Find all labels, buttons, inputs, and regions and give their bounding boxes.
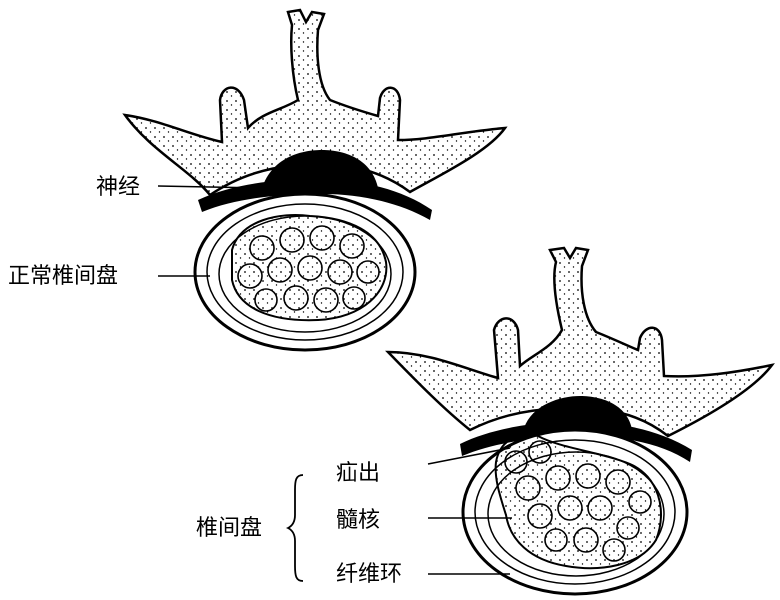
label-herniation: 疝出 bbox=[336, 461, 381, 486]
annulus-ring-2 bbox=[206, 203, 404, 341]
leader-herniation bbox=[427, 447, 511, 465]
label-annulus: 纤维环 bbox=[336, 562, 403, 587]
leader-lines bbox=[157, 185, 512, 575]
leader-nerve bbox=[157, 185, 263, 189]
nucleus-pulposus bbox=[231, 214, 388, 322]
nucleus-cells bbox=[237, 225, 380, 313]
label-disc: 椎间盘 bbox=[196, 516, 263, 541]
herniated-vertebra bbox=[385, 246, 775, 596]
nucleus-cells bbox=[504, 440, 652, 562]
vertebral-arch bbox=[122, 8, 508, 197]
annulus-ring-2 bbox=[474, 439, 676, 585]
label-brace bbox=[285, 474, 304, 582]
vertebral-arch bbox=[385, 246, 775, 438]
label-nucleus: 髓核 bbox=[336, 508, 381, 533]
normal-vertebra bbox=[122, 8, 508, 352]
nerve-root-band bbox=[198, 179, 432, 220]
label-normal-disc: 正常椎间盘 bbox=[8, 264, 119, 289]
label-nerve: 神经 bbox=[96, 175, 141, 200]
nerve-root-band bbox=[460, 421, 692, 462]
